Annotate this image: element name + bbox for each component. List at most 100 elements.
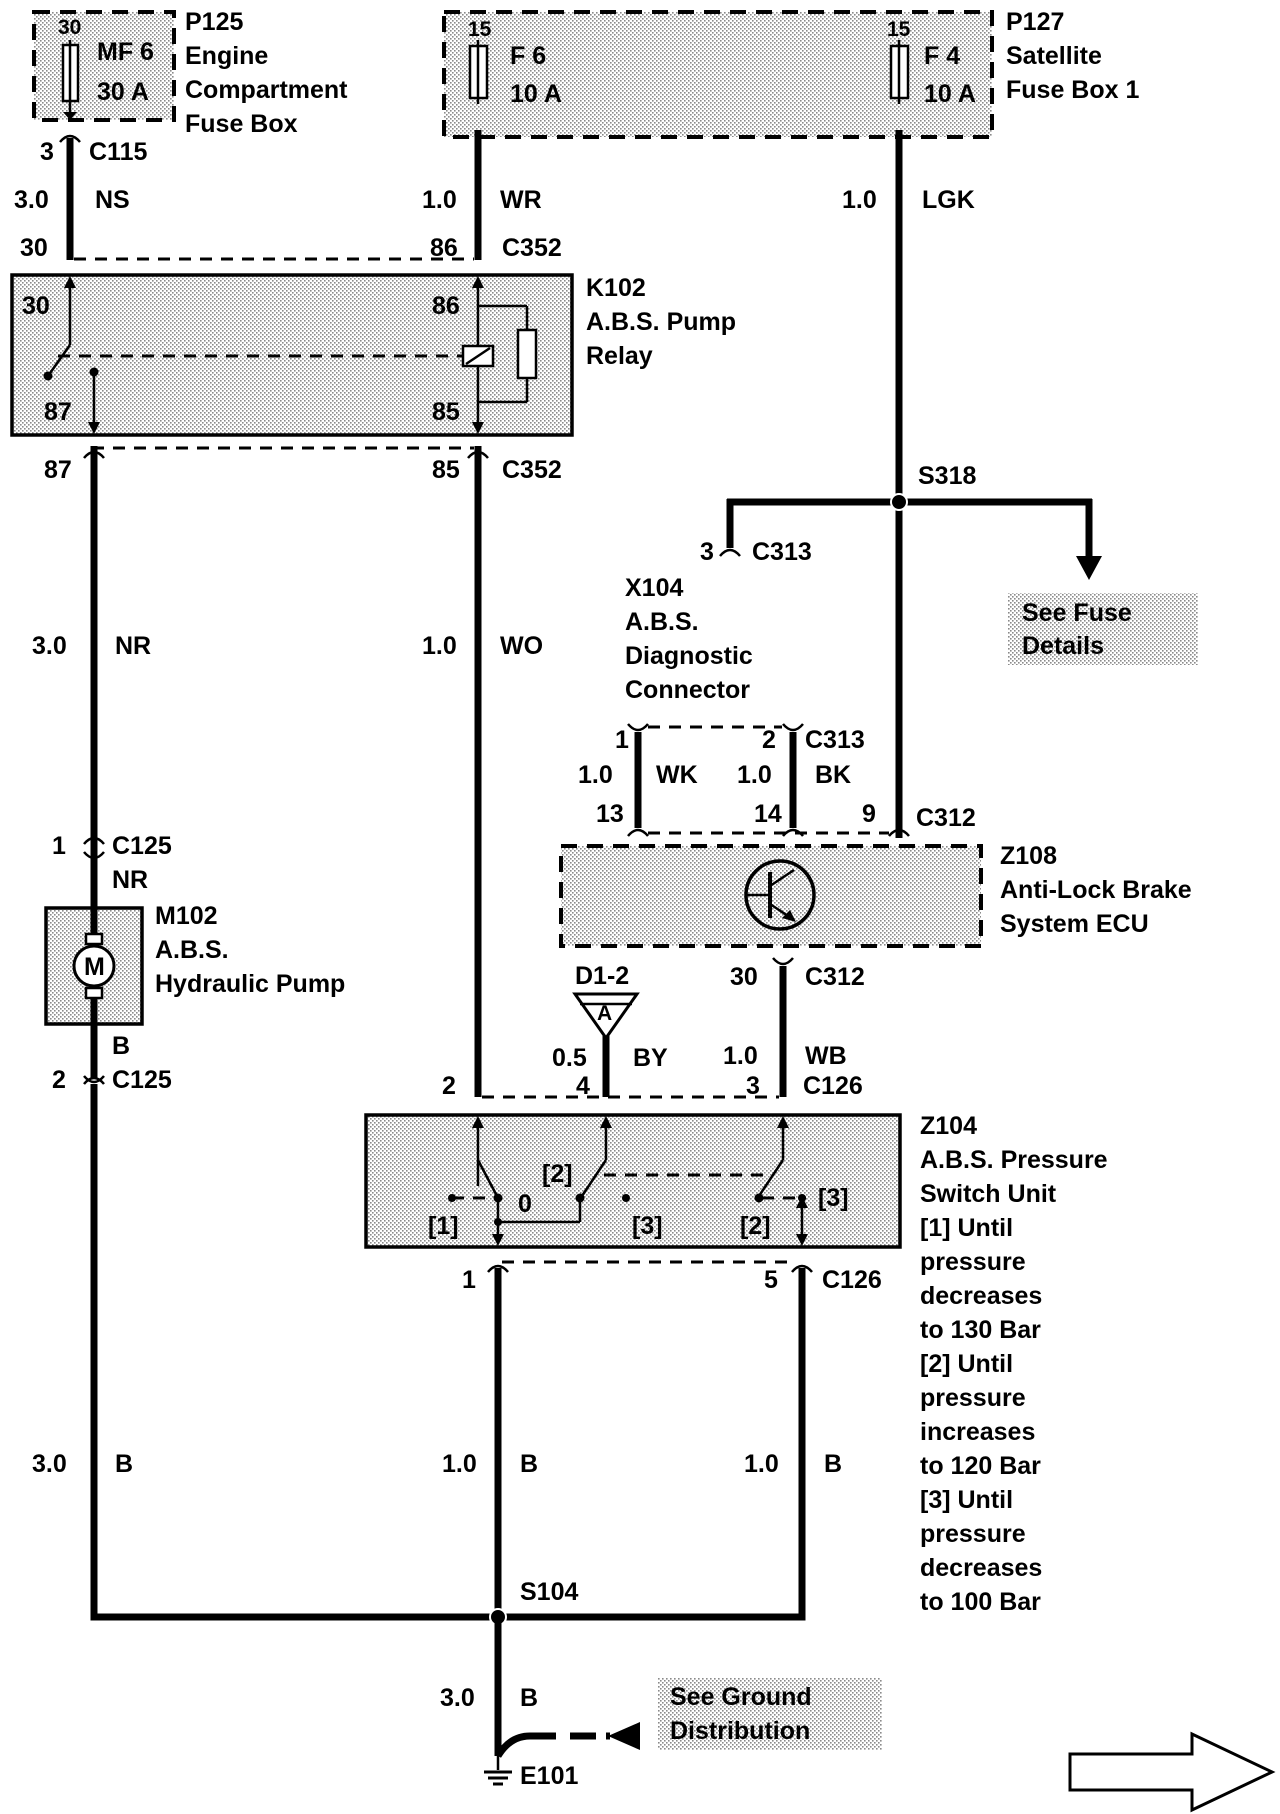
svg-text:WO: WO: [500, 632, 543, 660]
svg-text:Distribution: Distribution: [670, 1717, 810, 1745]
connector-c352-labels: 87 85 C352: [44, 456, 562, 484]
wire-lgk: 1.0 LGK: [842, 130, 975, 838]
svg-text:C125: C125: [112, 832, 172, 860]
svg-text:Connector: Connector: [625, 676, 750, 704]
svg-text:1: 1: [462, 1266, 476, 1294]
svg-text:B: B: [824, 1450, 842, 1478]
svg-text:WB: WB: [805, 1042, 847, 1070]
svg-text:3.0: 3.0: [32, 632, 67, 660]
wire-ns: 3 C115 3.0 NS 30: [14, 134, 147, 262]
connector-c125-bottom: B 2 C125: [52, 1024, 172, 1094]
svg-text:Diagnostic: Diagnostic: [625, 642, 753, 670]
svg-text:[2]: [2]: [740, 1212, 771, 1240]
wire-nr: 3.0 NR: [32, 446, 151, 908]
svg-text:B: B: [520, 1450, 538, 1478]
svg-text:to 100 Bar: to 100 Bar: [920, 1588, 1041, 1616]
svg-text:1: 1: [615, 726, 629, 754]
svg-text:C312: C312: [805, 963, 865, 991]
svg-text:3.0: 3.0: [14, 186, 49, 214]
svg-text:87: 87: [44, 398, 72, 426]
svg-text:A.B.S.: A.B.S.: [155, 936, 229, 964]
svg-text:NS: NS: [95, 186, 130, 214]
svg-text:Anti-Lock Brake: Anti-Lock Brake: [1000, 876, 1192, 904]
svg-text:10 A: 10 A: [510, 80, 562, 108]
see-ground-distribution-note: See Ground Distribution: [658, 1678, 882, 1750]
svg-text:3: 3: [700, 538, 714, 566]
svg-text:Engine: Engine: [185, 42, 268, 70]
svg-text:13: 13: [596, 800, 624, 828]
connector-c126-top-labels: 2 4 3 C126: [442, 1072, 863, 1100]
svg-text:[2]: [2]: [542, 1160, 573, 1188]
svg-text:85: 85: [432, 456, 460, 484]
svg-text:B: B: [112, 1032, 130, 1060]
svg-text:1.0: 1.0: [422, 632, 457, 660]
svg-text:0: 0: [518, 1190, 532, 1218]
svg-text:[3]: [3]: [632, 1212, 663, 1240]
svg-text:3: 3: [40, 138, 54, 166]
connector-c126-bottom-labels: 1 5 C126: [462, 1264, 882, 1294]
svg-text:NR: NR: [112, 866, 148, 894]
svg-text:14: 14: [754, 800, 782, 828]
svg-text:NR: NR: [115, 632, 151, 660]
splice-s104: S104: [90, 1578, 806, 1626]
connector-c312-top-labels: 13 14 9 C312: [596, 800, 976, 837]
svg-text:to 130 Bar: to 130 Bar: [920, 1316, 1041, 1344]
wire-wb: 30 C312 1.0 WB: [723, 957, 865, 1097]
svg-text:85: 85: [432, 398, 460, 426]
svg-text:1.0: 1.0: [744, 1450, 779, 1478]
svg-text:C126: C126: [822, 1266, 882, 1294]
svg-text:15: 15: [887, 18, 911, 41]
svg-text:pressure: pressure: [920, 1520, 1026, 1548]
svg-text:Fuse Box: Fuse Box: [185, 110, 298, 138]
svg-text:30: 30: [58, 16, 81, 39]
connector-c125-top: 1 C125 NR: [52, 832, 172, 894]
wire-bk: 2 C313 1.0 BK: [737, 723, 865, 837]
svg-text:[3]: [3]: [818, 1184, 849, 1212]
svg-text:B: B: [115, 1450, 133, 1478]
svg-text:30: 30: [20, 234, 48, 262]
wire-wr: 1.0 WR 86 C352: [422, 130, 562, 262]
svg-text:F 4: F 4: [924, 42, 960, 70]
svg-text:Satellite: Satellite: [1006, 42, 1102, 70]
svg-text:WR: WR: [500, 186, 542, 214]
svg-text:Fuse Box 1: Fuse Box 1: [1006, 76, 1139, 104]
svg-text:3.0: 3.0: [32, 1450, 67, 1478]
svg-text:WK: WK: [656, 761, 698, 789]
svg-text:1.0: 1.0: [442, 1450, 477, 1478]
svg-text:[1] Until: [1] Until: [920, 1214, 1013, 1242]
svg-text:A.B.S.: A.B.S.: [625, 608, 699, 636]
svg-text:30 A: 30 A: [97, 78, 149, 106]
fuse-box-p127: 15 F 6 10 A 15 F 4 10 A P127 Satellite F…: [442, 8, 1139, 139]
ground-e101: E101: [484, 1756, 578, 1790]
svg-text:15: 15: [468, 18, 492, 41]
svg-text:S104: S104: [520, 1578, 578, 1606]
svg-text:MF 6: MF 6: [97, 38, 154, 66]
relay-k102: 30 86 87 85 K102 A.B.S. Pump Relay: [10, 273, 736, 437]
svg-text:D1-2: D1-2: [575, 962, 629, 990]
svg-text:87: 87: [44, 456, 72, 484]
svg-text:2: 2: [442, 1072, 456, 1100]
svg-text:A.B.S. Pressure: A.B.S. Pressure: [920, 1146, 1108, 1174]
svg-text:C352: C352: [502, 234, 562, 262]
splice-s318: S318 3 C313: [700, 462, 1102, 580]
wire-b-ground: 3.0 B: [440, 1617, 640, 1758]
svg-text:0.5: 0.5: [552, 1044, 587, 1072]
svg-text:Switch Unit: Switch Unit: [920, 1180, 1057, 1208]
svg-text:2: 2: [762, 726, 776, 754]
svg-text:B: B: [520, 1684, 538, 1712]
svg-text:F 6: F 6: [510, 42, 546, 70]
see-fuse-details-note: See Fuse Details: [1008, 593, 1198, 665]
diag-connector-x104: X104 A.B.S. Diagnostic Connector: [625, 574, 753, 704]
svg-text:1.0: 1.0: [578, 761, 613, 789]
fuse-box-p125: 30 MF 6 30 A P125 Engine Compartment Fus…: [32, 8, 348, 138]
next-page-arrow-icon[interactable]: [1068, 1731, 1276, 1813]
svg-text:3: 3: [746, 1072, 760, 1100]
svg-text:BK: BK: [815, 761, 851, 789]
svg-text:BY: BY: [633, 1044, 668, 1072]
svg-text:P125: P125: [185, 8, 243, 36]
svg-text:to 120 Bar: to 120 Bar: [920, 1452, 1041, 1480]
svg-text:A: A: [597, 1002, 612, 1025]
svg-text:E101: E101: [520, 1762, 578, 1790]
wire-wo: 1.0 WO: [422, 446, 543, 1097]
